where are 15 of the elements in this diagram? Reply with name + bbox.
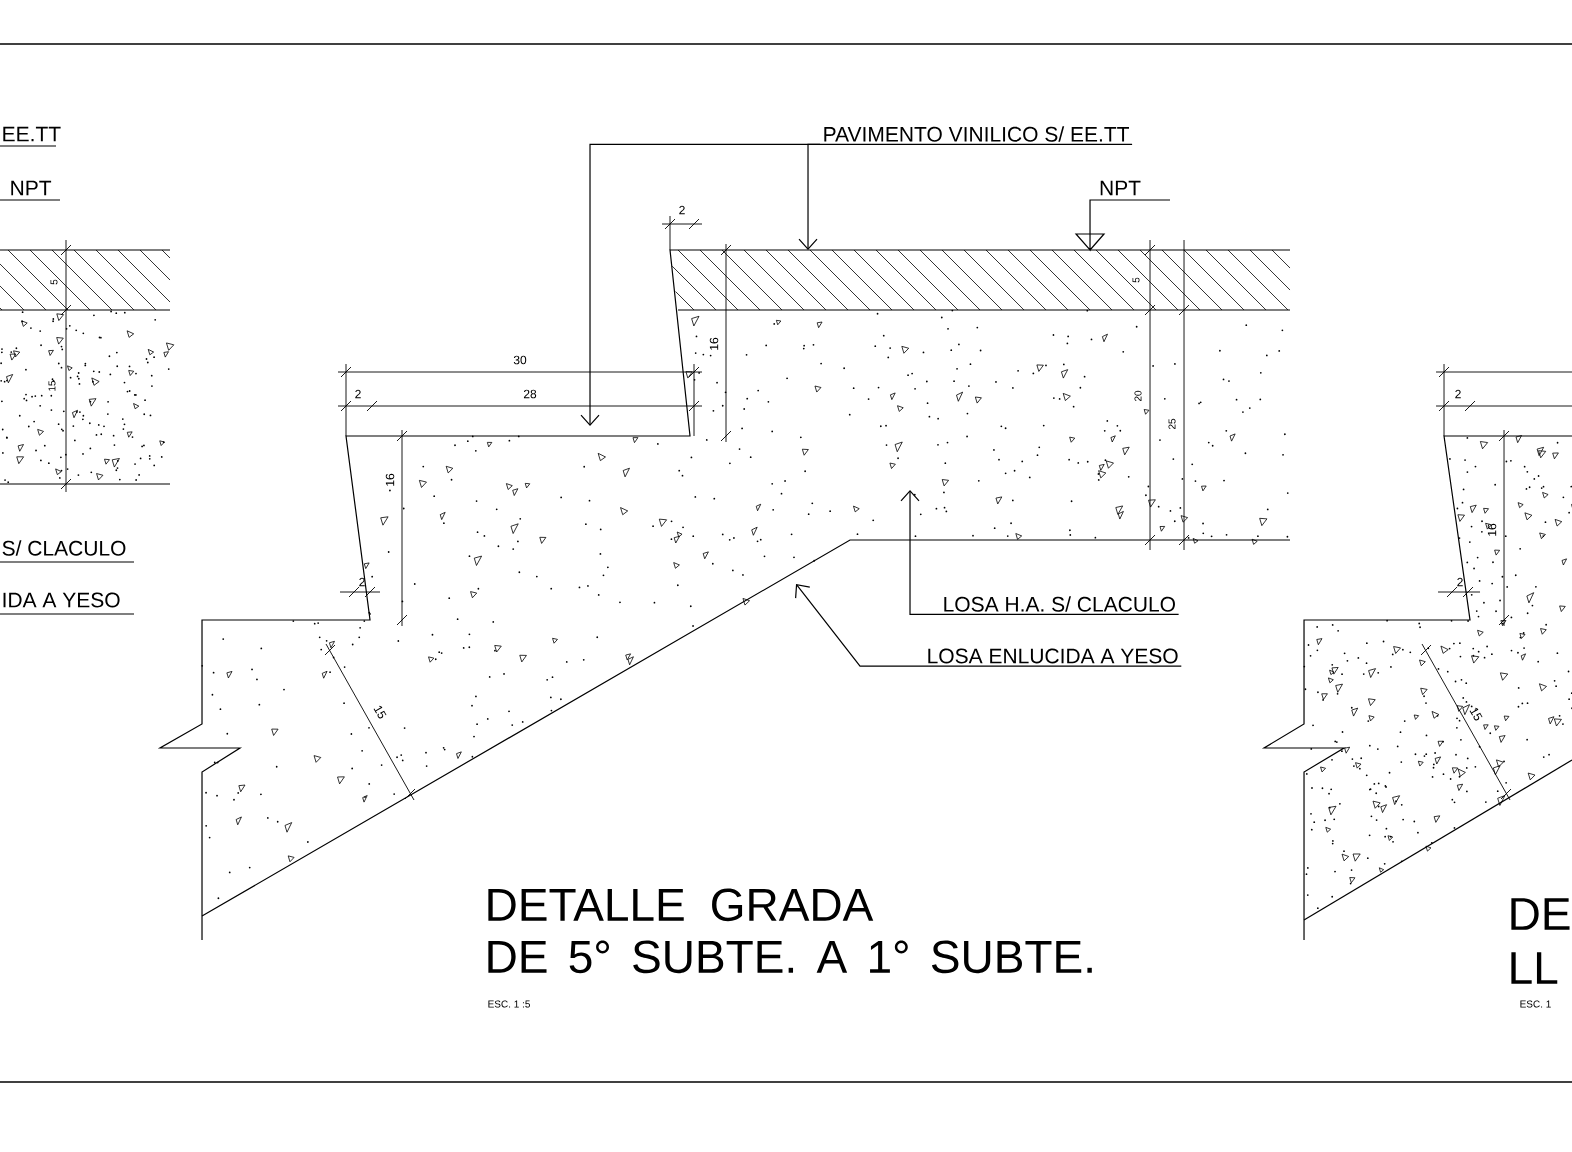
callout-text: LOSA H.A. S/ CLACULO [944,596,1175,612]
title: DETALLE GRADA DE 5° SUBTE. A 1° SUBTE. [488,888,1092,974]
callout-text: PAVIMENTO VINILICO S/ EE.TT [824,126,1129,142]
callout-text: EE.TT [3,126,61,142]
callout-text: LOSA ENLUCIDA A YESO [928,648,1178,664]
leader-line [580,143,1133,426]
callout-text: IDA A YESO [3,592,120,608]
callout-text: NPT [1100,180,1141,196]
heading-text: DE [1511,898,1570,930]
leader-line [900,490,1180,615]
leader-line [798,143,821,250]
callout-text: NPT [11,180,52,196]
leader-line [795,584,1182,667]
callout-text: S/ CLACULO [2,540,126,556]
heading-text: LL [1511,952,1558,984]
